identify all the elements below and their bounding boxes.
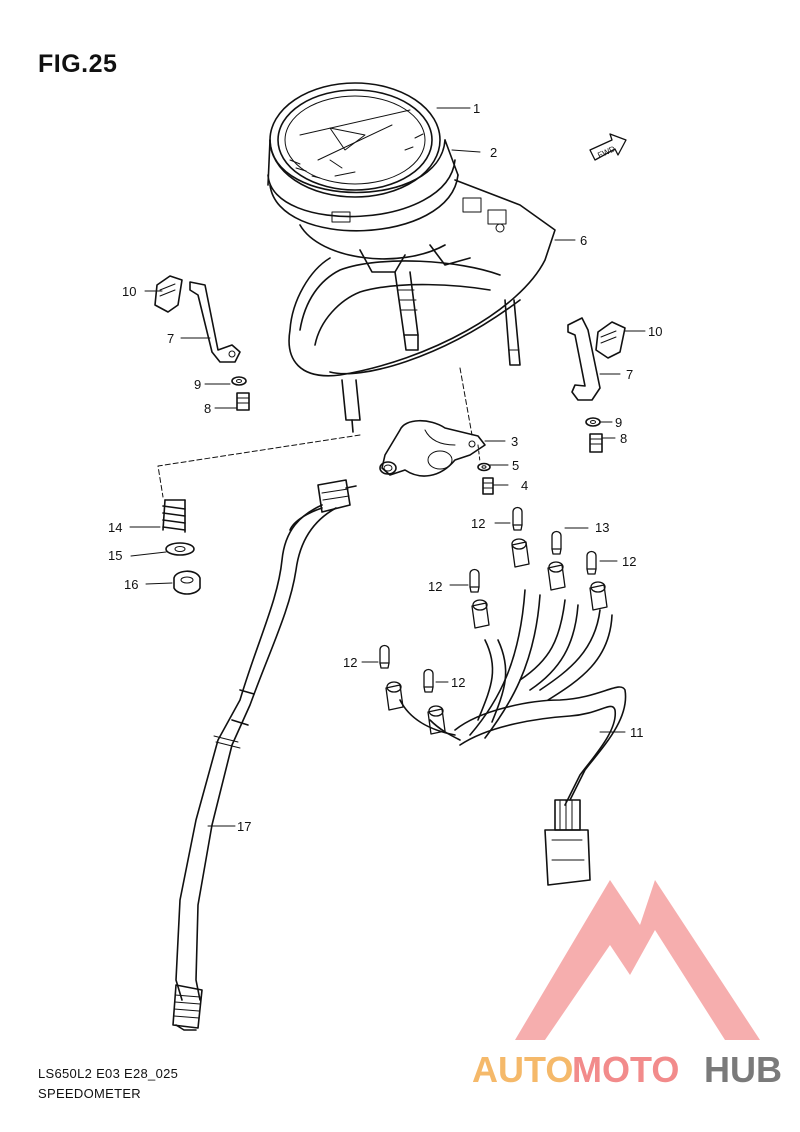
watermark-moto: MOTO bbox=[572, 1049, 679, 1090]
callout-10-left: 10 bbox=[122, 284, 136, 299]
callout-3: 3 bbox=[511, 434, 518, 449]
callout-9-left: 9 bbox=[194, 377, 201, 392]
callout-5: 5 bbox=[512, 458, 519, 473]
figure-title: FIG.25 bbox=[38, 50, 118, 78]
callout-4: 4 bbox=[521, 478, 528, 493]
callout-12-a: 12 bbox=[471, 516, 485, 531]
callout-7-left: 7 bbox=[167, 331, 174, 346]
model-code: LS650L2 E03 E28_025 bbox=[38, 1066, 179, 1081]
callout-14: 14 bbox=[108, 520, 122, 535]
leader-lines bbox=[129, 107, 646, 827]
fwd-arrow-icon bbox=[589, 133, 627, 161]
watermark-hub: HUB bbox=[704, 1049, 782, 1090]
callout-17: 17 bbox=[237, 819, 251, 834]
callout-6: 6 bbox=[580, 233, 587, 248]
right-bracket-parts bbox=[567, 317, 626, 453]
callout-12-c: 12 bbox=[428, 579, 442, 594]
speedometer-head bbox=[267, 82, 521, 366]
callout-12-b: 12 bbox=[622, 554, 636, 569]
callout-8-right: 8 bbox=[620, 431, 627, 446]
cable-small-parts bbox=[162, 499, 201, 595]
callout-11: 11 bbox=[630, 725, 644, 740]
callout-1: 1 bbox=[473, 101, 480, 116]
section-name: SPEEDOMETER bbox=[38, 1086, 141, 1101]
callout-15: 15 bbox=[108, 548, 122, 563]
indicator-bulbs bbox=[379, 506, 597, 693]
callout-labels: 1 2 3 4 5 6 7 7 8 8 9 9 10 10 11 12 12 1… bbox=[108, 101, 662, 834]
callout-8-left: 8 bbox=[204, 401, 211, 416]
watermark-text: AUTO MOTO HUB bbox=[472, 1049, 782, 1090]
callout-12-d: 12 bbox=[343, 655, 357, 670]
watermark-logo-icon bbox=[515, 880, 760, 1040]
left-bracket-parts bbox=[154, 275, 250, 411]
speedometer-cable bbox=[172, 479, 357, 1031]
speedometer-gearbox bbox=[379, 419, 494, 495]
watermark-auto: AUTO bbox=[472, 1049, 573, 1090]
callout-13: 13 bbox=[595, 520, 609, 535]
wiring-harness bbox=[385, 538, 627, 886]
callout-7-right: 7 bbox=[626, 367, 633, 382]
callout-16: 16 bbox=[124, 577, 138, 592]
callout-12-e: 12 bbox=[451, 675, 465, 690]
callout-2: 2 bbox=[490, 145, 497, 160]
speedometer-bracket bbox=[288, 179, 556, 433]
fwd-label: FWD bbox=[596, 144, 617, 160]
callout-10-right: 10 bbox=[648, 324, 662, 339]
callout-9-right: 9 bbox=[615, 415, 622, 430]
